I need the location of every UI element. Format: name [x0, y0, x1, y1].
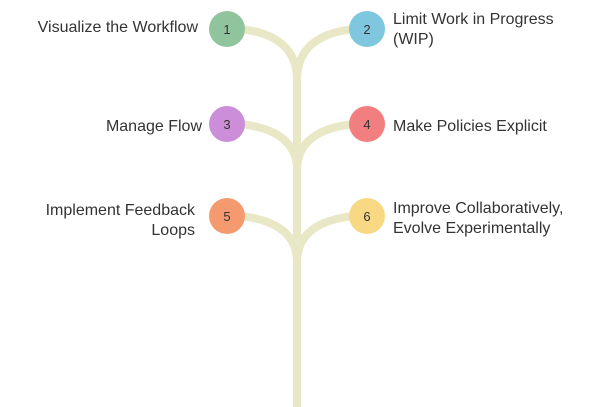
step-6-label: Improve Collaboratively, Evolve Experime… — [393, 199, 563, 239]
step-3-badge: 3 — [209, 106, 245, 142]
step-6-label-line2: Evolve Experimentally — [393, 220, 551, 237]
step-4-number: 4 — [363, 116, 371, 132]
branch-4 — [293, 120, 358, 174]
step-1-badge: 1 — [209, 11, 245, 47]
step-3-label: Manage Flow — [106, 117, 202, 137]
step-5-label: Implement Feedback Loops — [46, 201, 195, 241]
step-5-label-line2: Loops — [151, 222, 195, 239]
step-2-label-line2: (WIP) — [393, 31, 434, 48]
step-5-label-line1: Implement Feedback — [45, 202, 195, 219]
step-2-number: 2 — [363, 21, 371, 37]
step-3-number: 3 — [223, 116, 231, 132]
branch-6 — [293, 212, 358, 266]
step-2-label-line1: Limit Work in Progress — [393, 11, 554, 28]
step-4-badge: 4 — [349, 106, 385, 142]
step-2-label: Limit Work in Progress (WIP) — [393, 10, 554, 50]
step-6-badge: 6 — [349, 198, 385, 234]
branch-3 — [236, 120, 301, 174]
branch-1 — [236, 25, 301, 84]
branch-2 — [293, 25, 358, 84]
step-4-label-line1: Make Policies Explicit — [393, 118, 547, 135]
step-1-label: Visualize the Workflow — [38, 18, 198, 38]
branch-5 — [236, 212, 301, 266]
step-1-label-line1: Visualize the Workflow — [37, 19, 198, 36]
step-4-label: Make Policies Explicit — [393, 117, 547, 137]
step-5-badge: 5 — [209, 198, 245, 234]
step-5-number: 5 — [223, 208, 231, 224]
step-6-label-line1: Improve Collaboratively, — [393, 200, 564, 217]
step-1-number: 1 — [223, 21, 231, 37]
step-3-label-line1: Manage Flow — [105, 118, 202, 135]
step-6-number: 6 — [363, 208, 371, 224]
step-2-badge: 2 — [349, 11, 385, 47]
